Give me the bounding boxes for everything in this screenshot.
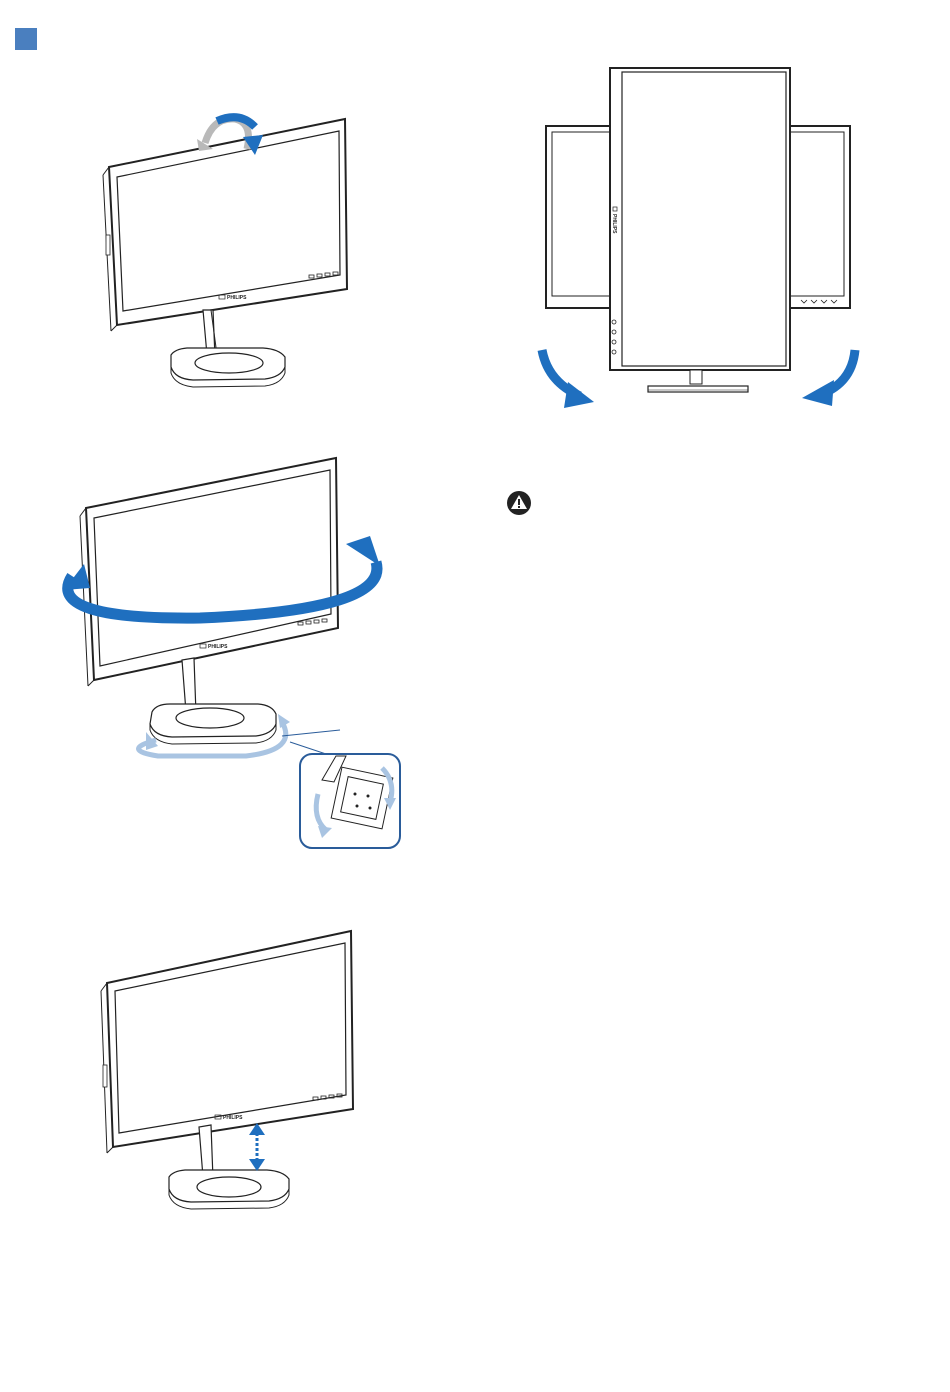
swivel-figure: PHILIPS [50,450,410,855]
warning-icon [505,490,533,516]
height-figure: PHILIPS [95,925,365,1220]
height-double-arrow-icon [249,1123,265,1171]
tilt-figure: PHILIPS [95,105,365,395]
swivel-brand-label: PHILIPS [208,644,228,650]
pivot-brand-label: PHILIPS [611,214,617,234]
rotate-right-arrow-icon [802,350,855,406]
height-brand-label: PHILIPS [223,1115,243,1121]
pivot-figure: PHILIPS [530,60,875,410]
section-marker [15,28,37,50]
rotate-left-arrow-icon [542,350,594,408]
tilt-brand-label: PHILIPS [227,295,247,301]
